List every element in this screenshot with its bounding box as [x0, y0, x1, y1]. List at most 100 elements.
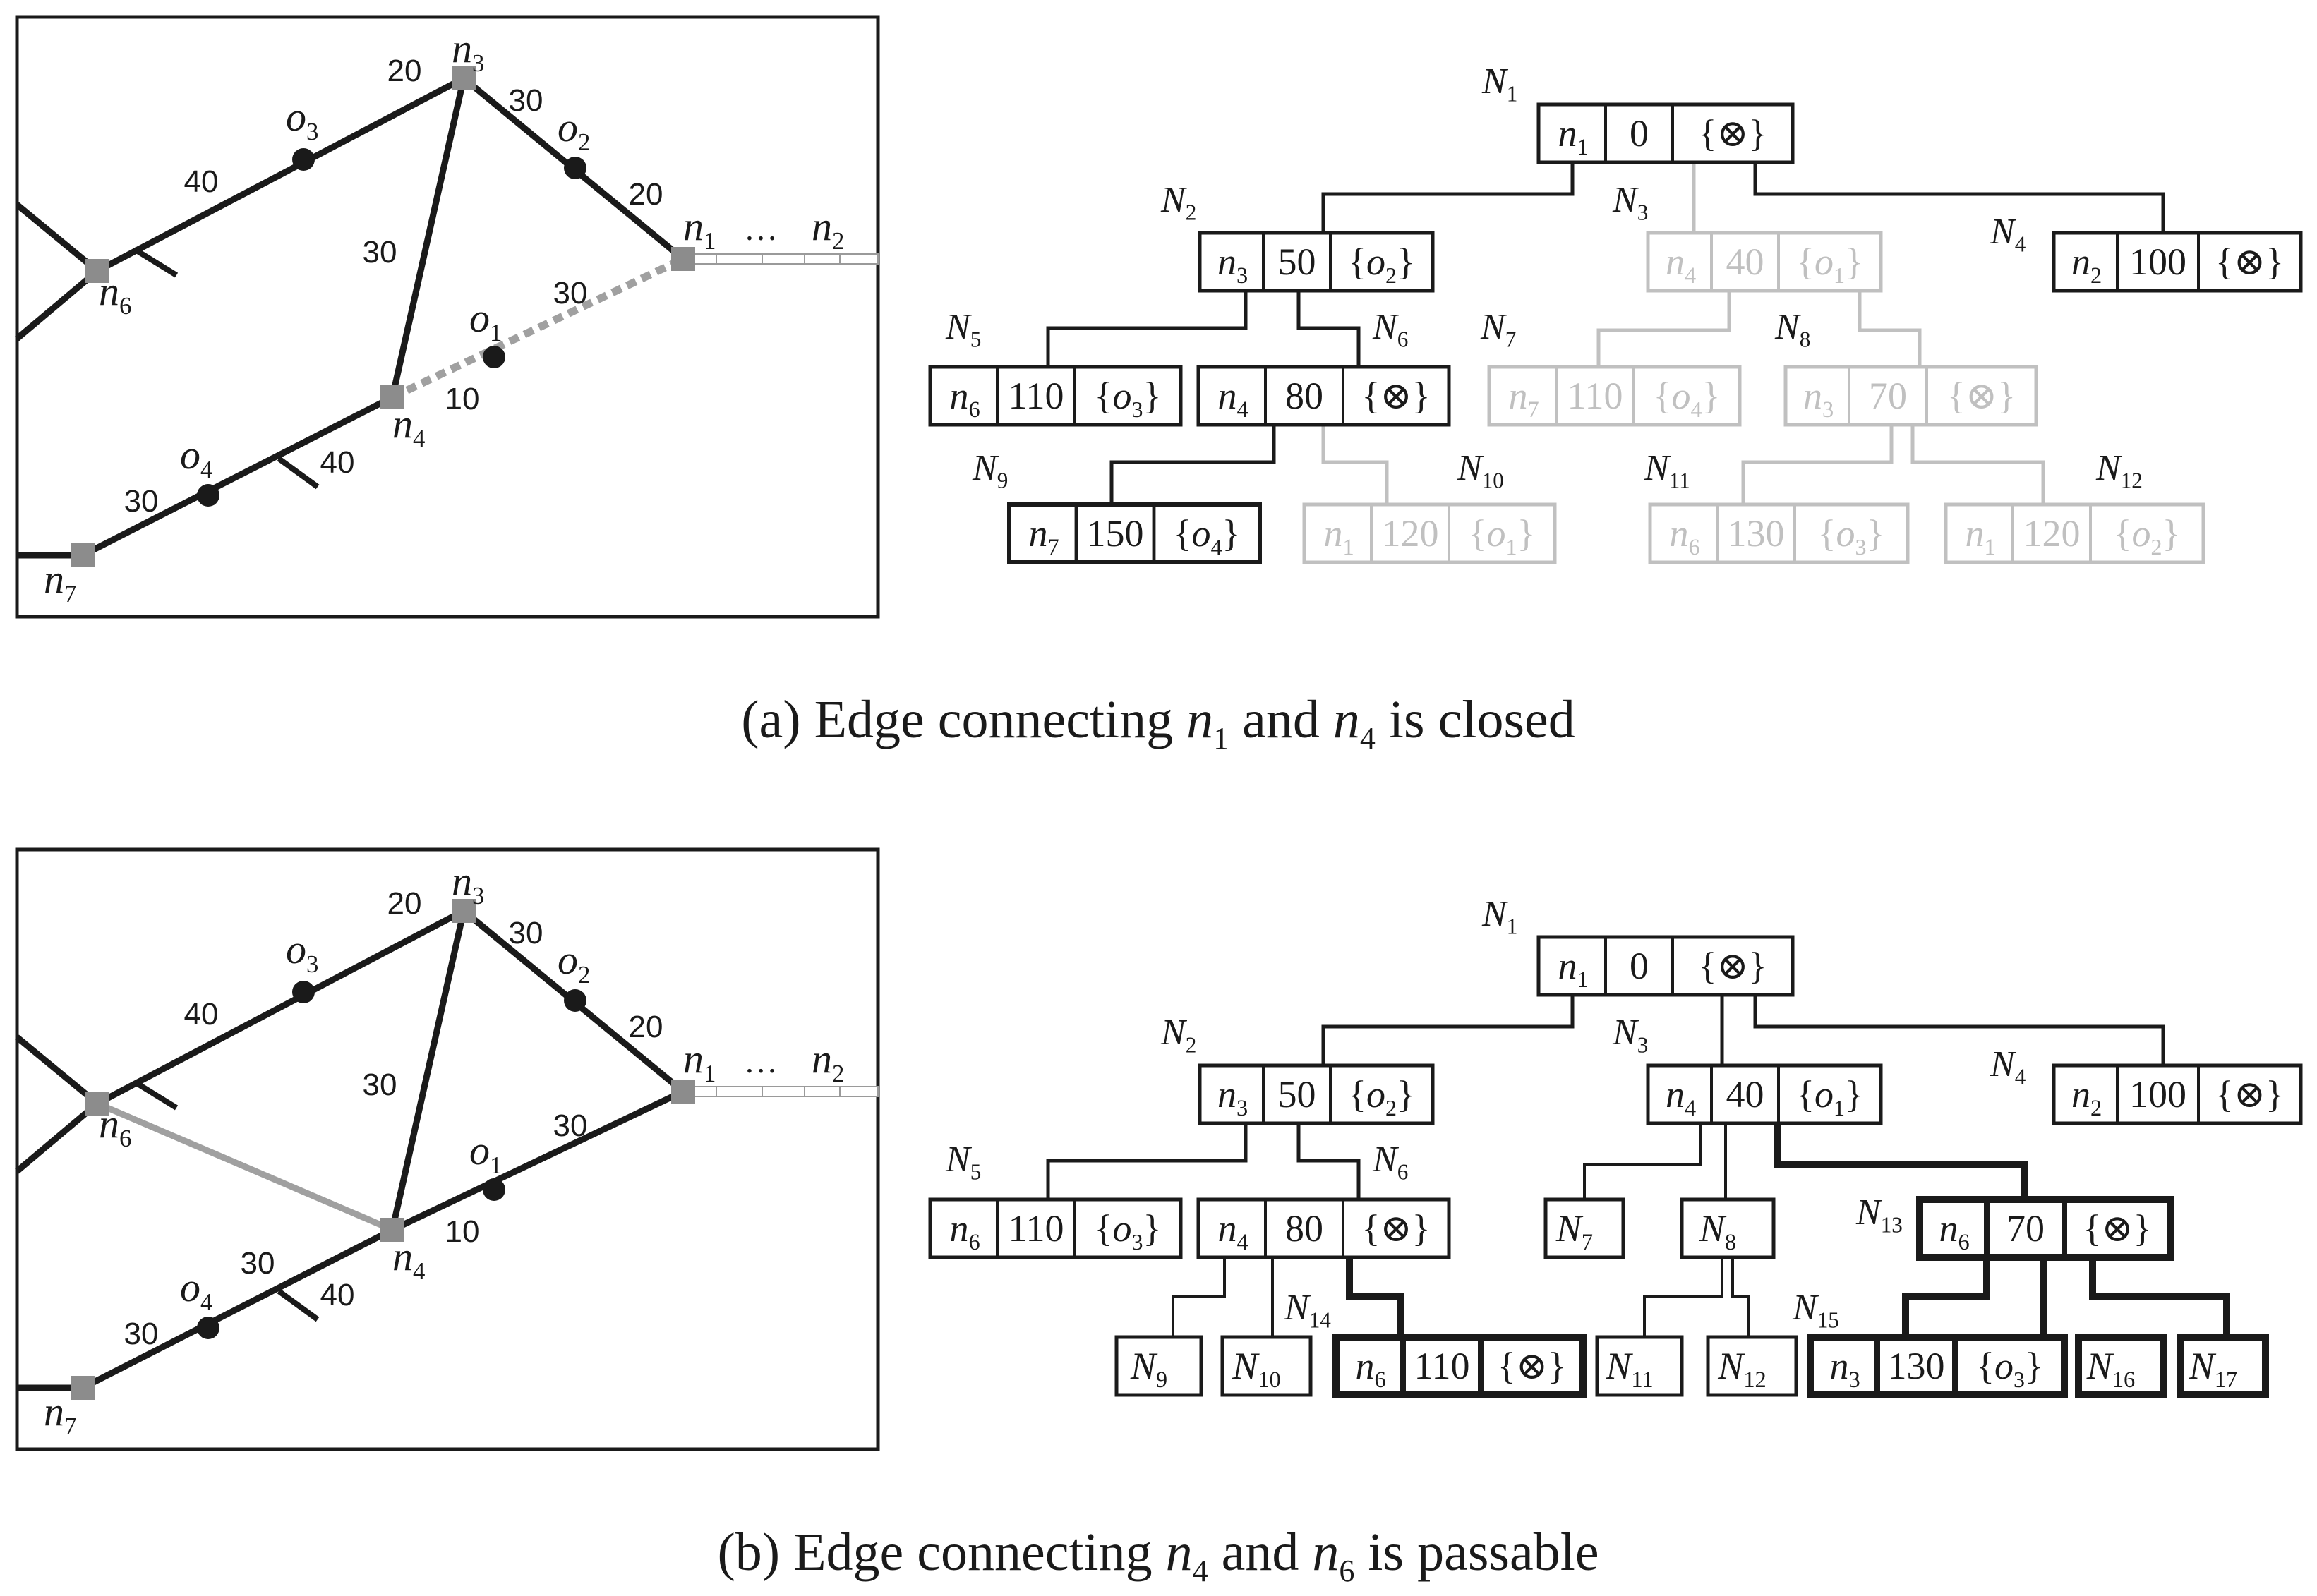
network-node-label-sub: 2 [832, 1060, 844, 1087]
object-var: o [1836, 512, 1855, 555]
collapsed-node-label: N17 [2189, 1345, 2237, 1393]
edge-weight-label: 30 [363, 1068, 397, 1102]
caption-s1: 1 [1213, 721, 1229, 756]
object-label: o2 [558, 937, 590, 989]
tree-node-id-label: N1 [1481, 61, 1517, 106]
network-node-n1 [671, 1080, 695, 1104]
record-node-cell-sub: 3 [1849, 1367, 1860, 1393]
tree-node-id-label-sub: 5 [970, 327, 982, 351]
record-object-set: {o3} [1095, 375, 1162, 422]
object-label: o2 [558, 104, 590, 156]
object-label: o3 [286, 94, 318, 145]
record-node-cell-var: n [2071, 241, 2090, 283]
tree-edge [1109, 425, 1276, 504]
tree-node-id-label-var: N [1612, 180, 1639, 220]
brace: } [2025, 1345, 2043, 1387]
record-value-cell: 40 [1726, 1073, 1764, 1116]
tree-edge [1583, 1123, 1702, 1199]
tree-node-N16 [2075, 1334, 2167, 1398]
record-object-set: {o2} [1348, 1073, 1415, 1120]
object-sub: 1 [1834, 1095, 1845, 1120]
network-node-label: n6 [99, 268, 131, 320]
edge-weight-label: 10 [445, 382, 480, 416]
collapsed-node-label-sub: 16 [2112, 1367, 2135, 1393]
tree-edge [1046, 1123, 1248, 1199]
edge-weight-label: 20 [387, 886, 422, 921]
network-node-label-sub: 7 [64, 580, 76, 607]
tree-node-N2 [1198, 1063, 1435, 1125]
network-node-label: n1 [683, 1036, 716, 1087]
record-node-cell-sub: 2 [2090, 263, 2102, 289]
network-node-label-var: n [44, 556, 64, 602]
network-node-n4 [380, 1218, 404, 1242]
network-node-n3 [452, 66, 476, 90]
record-object-set: {o4} [1174, 512, 1241, 560]
record-node-cell-sub: 3 [1822, 397, 1834, 423]
network-node-label-sub: 3 [472, 882, 484, 909]
record-object-set: {o2} [2114, 512, 2181, 560]
edge-weight-label: 40 [320, 445, 355, 480]
network-node-label-sub: 4 [413, 1257, 425, 1285]
object-sub: 4 [1691, 397, 1702, 422]
object-label-sub: 1 [490, 319, 502, 346]
record-node-cell-var: n [1666, 1073, 1685, 1116]
network-node-n3 [452, 899, 476, 923]
tree-node-id-label-var: N [945, 307, 973, 347]
caption-end: is passable [1354, 1523, 1599, 1582]
object-label-sub: 3 [306, 118, 318, 145]
record-value-cell: {⊗} [1361, 375, 1430, 417]
caption-end: is closed [1376, 690, 1575, 749]
network-node-label-sub: 3 [472, 49, 484, 77]
object-label-sub: 4 [200, 1288, 212, 1316]
record-node-cell: n4 [1218, 375, 1248, 423]
record-node-cell: n1 [1324, 512, 1354, 560]
tree-node-id-label: N2 [1160, 180, 1196, 224]
record-node-cell: n3 [1803, 375, 1834, 423]
record-node-cell-var: n [1670, 512, 1689, 555]
record-node-cell-sub: 1 [1577, 967, 1589, 993]
record-value-cell: {⊗} [2083, 1207, 2151, 1250]
tree-node-id-label: N3 [1612, 1012, 1648, 1057]
tree-node-N5 [928, 1197, 1183, 1259]
edge-weight-label: 40 [184, 164, 219, 199]
tree-node-N9 [1007, 502, 1262, 564]
edge-n6-n3 [95, 75, 466, 274]
object-sub: 2 [1385, 262, 1397, 288]
tree-edge [1321, 995, 1575, 1065]
tree-node-id-label-var: N [1855, 1192, 1883, 1233]
network-node-label-var: n [392, 401, 413, 447]
caption-mid: and [1229, 690, 1333, 749]
tree-node-N12 [1944, 502, 2205, 564]
object-label-var: o [180, 432, 200, 478]
tree-node-id-label: N4 [1990, 1044, 2026, 1089]
object-var: o [2132, 512, 2151, 555]
tree-node-id-label: N4 [1990, 212, 2026, 256]
collapsed-node-label: N11 [1605, 1345, 1653, 1393]
tree-node-id-label-sub: 5 [970, 1159, 982, 1184]
network-node-n7 [71, 1376, 95, 1400]
tree-node-N3 [1646, 1063, 1883, 1125]
object-label-sub: 3 [306, 950, 318, 978]
object-label-var: o [558, 104, 578, 150]
object-var: o [1487, 512, 1506, 555]
network-node-label-var: n [683, 1036, 704, 1082]
network-node-label-var: n [99, 1101, 119, 1147]
brace: { [2114, 512, 2132, 555]
tree-node-id-label-sub: 10 [1482, 468, 1504, 492]
tree-node-id-label-sub: 3 [1637, 200, 1649, 224]
record-node-cell-var: n [1558, 112, 1577, 155]
brace: { [1348, 1073, 1366, 1116]
record-object-set: {o2} [1348, 241, 1415, 288]
tree-node-N8 [1783, 365, 2038, 427]
edge-weight-label: 30 [509, 916, 543, 950]
record-value-cell: 100 [2129, 1073, 2186, 1116]
tree-node-N12 [1706, 1335, 1798, 1397]
edge-tick-mark [132, 1079, 179, 1111]
record-value-cell: 150 [1087, 512, 1144, 555]
tree-edge [1731, 1257, 1750, 1337]
record-node-cell: n7 [1509, 375, 1539, 423]
edge-tick-mark [277, 456, 320, 490]
record-value-cell: 70 [2006, 1207, 2045, 1250]
tree-node-id-label: N5 [945, 307, 981, 351]
graph-frame-a [15, 15, 880, 619]
